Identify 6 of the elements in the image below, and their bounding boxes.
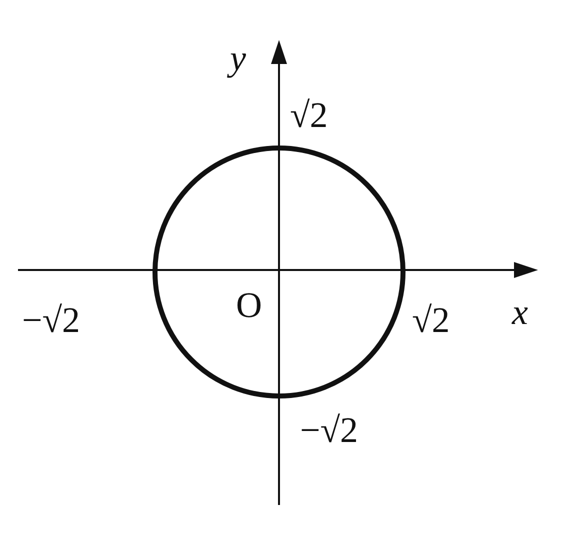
axis-label: x	[512, 292, 528, 332]
tick-label: −√2	[300, 410, 358, 450]
tick-label: −√2	[22, 300, 80, 340]
origin-label: O	[236, 285, 262, 325]
tick-label: √2	[290, 95, 328, 135]
tick-label: √2	[412, 300, 450, 340]
